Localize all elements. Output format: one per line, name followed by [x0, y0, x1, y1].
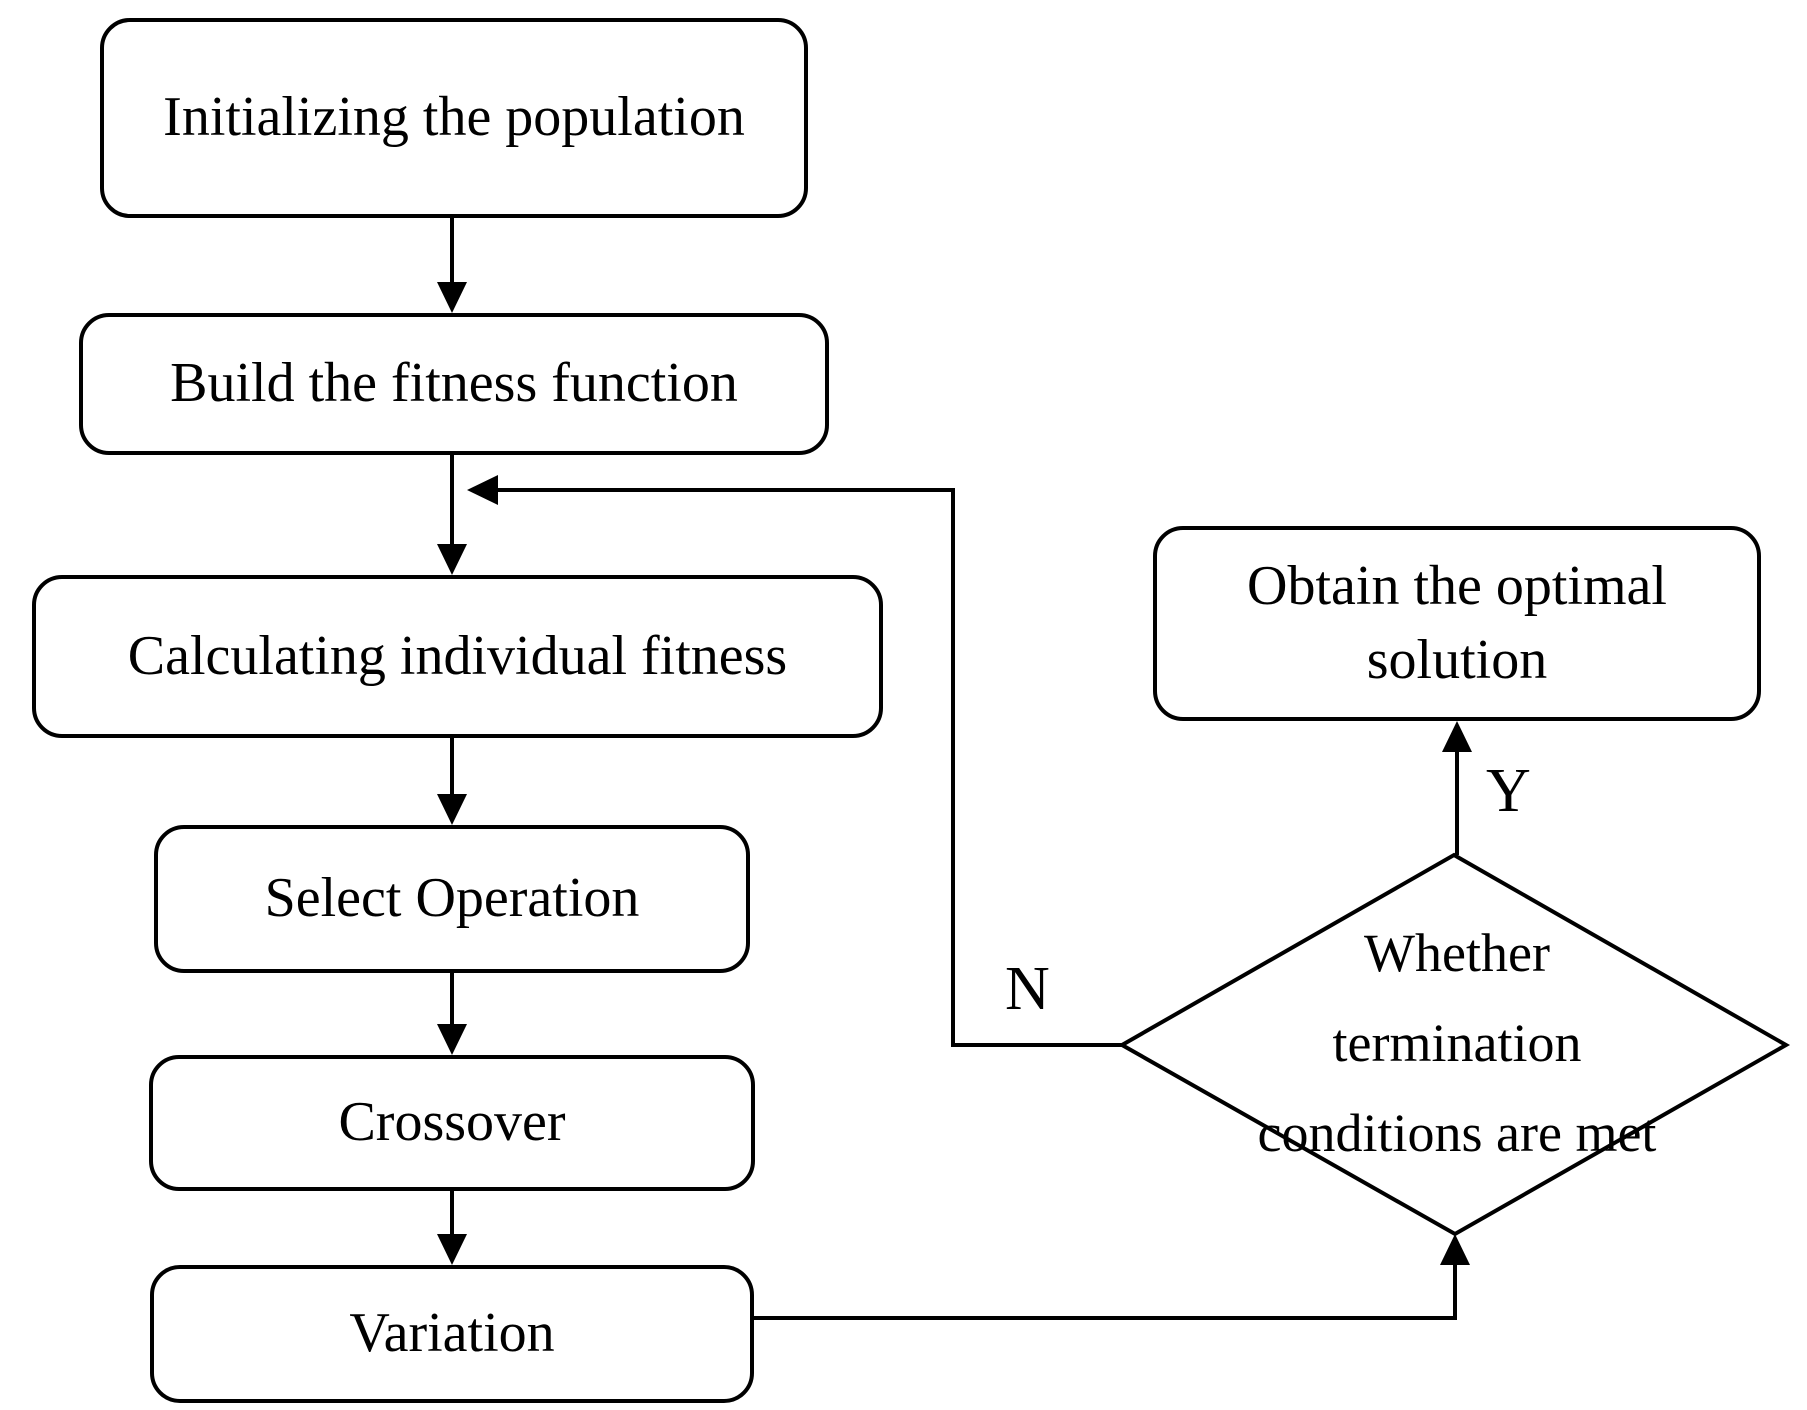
node-initializing-population-label: Initializing the population: [163, 86, 745, 149]
node-obtain-optimal-solution: Obtain the optimal solution: [1153, 526, 1761, 721]
edge-yes-to-obtain: [1442, 721, 1472, 855]
label-yes: Y: [1486, 757, 1531, 825]
decision-line-3: conditions are met: [1257, 1103, 1657, 1163]
decision-line-1: Whether: [1364, 923, 1550, 983]
arrow-select-to-crossover: [437, 973, 467, 1055]
edge-no-feedback: [467, 475, 1122, 1047]
label-no: N: [1005, 955, 1050, 1023]
node-crossover-label: Crossover: [338, 1091, 566, 1154]
node-build-fitness-function-label: Build the fitness function: [170, 352, 738, 415]
arrow-build-to-calc: [437, 455, 467, 575]
decision-diamond: [1117, 852, 1791, 1237]
node-select-operation-label: Select Operation: [264, 867, 640, 930]
arrow-init-to-build: [437, 218, 467, 313]
node-obtain-optimal-solution-label: Obtain the optimal solution: [1247, 554, 1667, 691]
node-select-operation: Select Operation: [154, 825, 750, 973]
arrow-calc-to-select: [437, 738, 467, 825]
node-variation-label: Variation: [349, 1302, 555, 1365]
node-initializing-population: Initializing the population: [100, 18, 808, 218]
node-variation: Variation: [150, 1265, 754, 1403]
edge-variation-to-decision: [754, 1234, 1470, 1320]
decision-text: Whether termination conditions are met: [1157, 908, 1757, 1178]
node-crossover: Crossover: [149, 1055, 755, 1191]
arrow-crossover-to-variation: [437, 1191, 467, 1265]
node-calculating-individual-fitness-label: Calculating individual fitness: [127, 624, 788, 687]
node-calculating-individual-fitness: Calculating individual fitness: [32, 575, 883, 738]
decision-line-2: termination: [1332, 1013, 1582, 1073]
node-build-fitness-function: Build the fitness function: [79, 313, 829, 455]
